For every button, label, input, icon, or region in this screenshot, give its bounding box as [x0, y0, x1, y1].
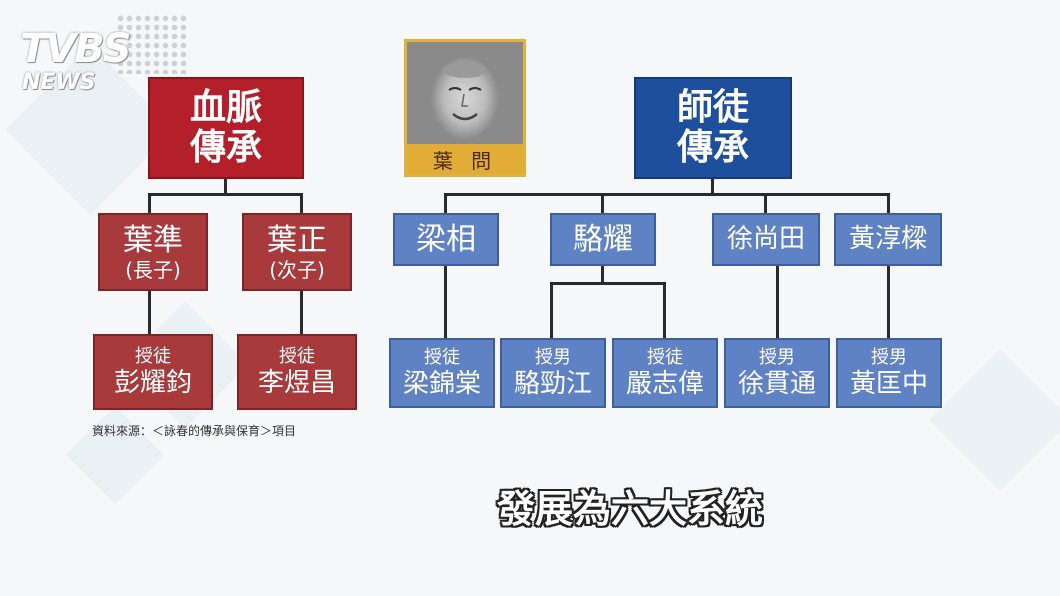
disciple-box: 駱耀	[550, 213, 656, 266]
student-name: 李煜昌	[257, 367, 336, 398]
student-name: 徐貫通	[737, 368, 816, 399]
disciple-box: 梁相	[393, 213, 499, 266]
logo-sub: NEWS	[22, 70, 96, 95]
connector	[444, 193, 447, 215]
student-box: 授男 徐貫通	[724, 338, 830, 408]
blood-lineage-title: 血脈 傳承	[148, 77, 304, 179]
student-box: 授徒 李煜昌	[237, 334, 357, 410]
student-label: 授徒	[647, 346, 683, 368]
disciple-name: 梁相	[416, 222, 476, 257]
ip-man-portrait: 葉 問	[404, 39, 526, 177]
connector	[764, 193, 767, 215]
student-label: 授男	[535, 346, 571, 368]
bg-diamond	[929, 349, 1060, 491]
connector	[148, 193, 302, 196]
child-note: (長子)	[125, 257, 181, 282]
connector	[224, 178, 227, 194]
child-name: 葉準	[123, 222, 183, 258]
connector	[776, 264, 779, 340]
connector	[887, 193, 890, 215]
connector	[550, 282, 553, 340]
connector	[444, 193, 890, 196]
logo-dots	[116, 14, 188, 74]
student-name: 嚴志偉	[625, 368, 704, 399]
disciple-name: 徐尚田	[726, 224, 805, 255]
disciple-box: 徐尚田	[712, 213, 820, 266]
child-box-ye-zhun: 葉準 (長子)	[98, 213, 208, 291]
student-label: 授徒	[424, 346, 460, 368]
student-box: 授徒 梁錦棠	[389, 338, 495, 408]
disciple-name: 黃淳樑	[848, 224, 927, 255]
connector	[887, 264, 890, 340]
student-name: 駱勁江	[513, 368, 592, 399]
child-name: 葉正	[267, 222, 327, 258]
student-label: 授徒	[279, 345, 315, 367]
tvbs-news-logo: TVBS NEWS	[20, 14, 188, 98]
connector	[444, 264, 447, 340]
connector	[601, 193, 604, 215]
connector	[148, 193, 151, 215]
child-note: (次子)	[269, 257, 325, 282]
student-box: 授徒 嚴志偉	[612, 338, 718, 408]
student-label: 授男	[871, 346, 907, 368]
bg-diamond	[65, 405, 165, 505]
connector	[148, 290, 151, 336]
portrait-photo	[407, 42, 523, 146]
connector	[663, 282, 666, 340]
master-lineage-title: 師徒 傳承	[634, 77, 792, 179]
student-label: 授徒	[135, 345, 171, 367]
student-name: 梁錦棠	[402, 368, 481, 399]
portrait-caption: 葉 問	[407, 144, 523, 174]
child-box-ye-zheng: 葉正 (次子)	[242, 213, 352, 291]
student-label: 授男	[759, 346, 795, 368]
student-box: 授男 駱勁江	[500, 338, 606, 408]
connector	[300, 193, 303, 215]
caption-subtitle: 發展為六大系統	[496, 487, 763, 531]
student-name: 黃匡中	[849, 368, 928, 399]
disciple-box: 黃淳樑	[834, 213, 942, 266]
connector	[300, 290, 303, 336]
connector	[550, 282, 665, 285]
connector	[711, 178, 714, 194]
source-note: 資料來源：＜詠春的傳承與保育＞項目	[92, 424, 297, 438]
logo-brand: TVBS	[20, 26, 132, 72]
student-name: 彭耀鈞	[113, 367, 192, 398]
portrait-face-icon	[443, 62, 487, 121]
student-box: 授男 黃匡中	[836, 338, 942, 408]
connector	[601, 264, 604, 284]
student-box: 授徒 彭耀鈞	[93, 334, 213, 410]
disciple-name: 駱耀	[573, 222, 633, 257]
